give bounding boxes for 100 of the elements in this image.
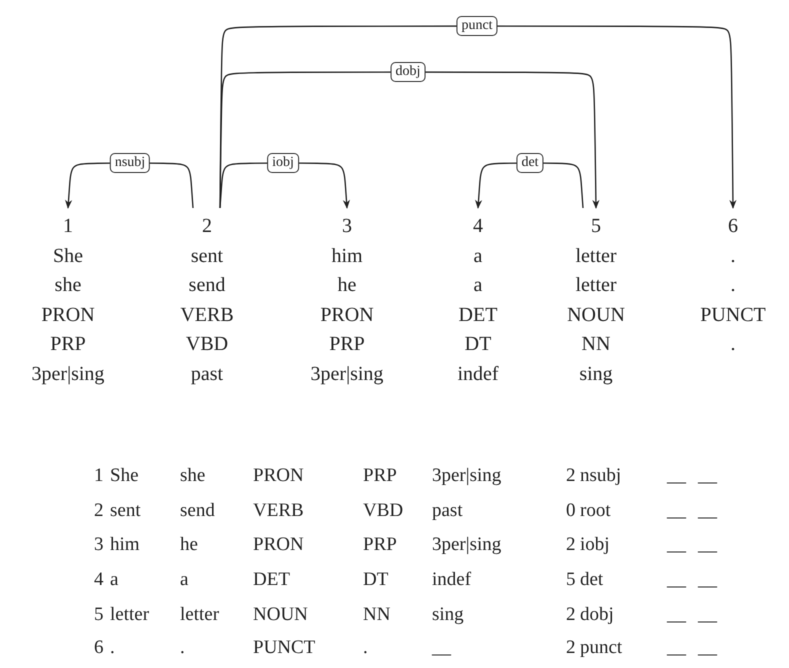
table-cell: 1 <box>94 465 104 487</box>
table-cell: 5 <box>94 604 104 626</box>
table-cell: VBD <box>363 500 404 522</box>
edge-label: det <box>516 153 544 173</box>
table-cell: __ <box>667 534 686 556</box>
table-cell: him <box>110 534 140 556</box>
token-annotation: NN <box>580 332 612 357</box>
table-cell: 4 <box>94 569 104 591</box>
token-annotation: VERB <box>179 302 235 328</box>
token-annotation: DT <box>464 332 492 357</box>
table-cell: det <box>580 569 604 591</box>
token-annotation: DET <box>458 302 498 328</box>
token-annotation: PRON <box>319 302 375 328</box>
table-cell: __ <box>698 569 717 591</box>
table-cell: __ <box>667 500 686 522</box>
token-annotation: 3per|sing <box>30 362 106 386</box>
table-cell: indef <box>432 569 472 591</box>
table-cell: root <box>580 500 611 522</box>
table-cell: PUNCT <box>253 637 316 659</box>
token-index: 4 <box>472 214 484 239</box>
table-cell: __ <box>698 604 717 626</box>
table-cell: PRON <box>253 534 304 556</box>
edge-label: dobj <box>390 62 426 82</box>
table-cell: DET <box>253 569 290 591</box>
token-annotation: PRP <box>49 332 87 357</box>
token-annotation: NOUN <box>566 302 626 328</box>
table-cell: PRON <box>253 465 304 487</box>
table-cell: __ <box>432 637 451 659</box>
table-cell: sent <box>110 500 141 522</box>
table-cell: __ <box>667 604 686 626</box>
token-index: 3 <box>341 214 353 239</box>
dependency-arrow <box>219 71 600 209</box>
table-cell: 3per|sing <box>432 534 502 556</box>
token-annotation: VBD <box>184 332 230 357</box>
token-annotation: . <box>730 332 736 357</box>
table-cell: __ <box>698 465 717 487</box>
table-cell: . <box>110 637 115 659</box>
table-cell: . <box>180 637 185 659</box>
table-cell: a <box>180 569 188 591</box>
table-cell: PRP <box>363 465 397 487</box>
token-annotation: She <box>52 244 84 268</box>
table-cell: . <box>363 637 368 659</box>
token-annotation: sent <box>190 244 224 268</box>
table-cell: __ <box>698 500 717 522</box>
token-annotation: 3per|sing <box>310 362 384 386</box>
table-cell: nsubj <box>580 465 622 487</box>
table-cell: DT <box>363 569 388 591</box>
token-annotation: PRON <box>40 302 96 328</box>
table-cell: 6 <box>94 637 104 659</box>
table-cell: 2 <box>566 604 576 626</box>
dependency-arrow <box>219 25 737 209</box>
table-cell: __ <box>698 534 717 556</box>
table-cell: letter <box>180 604 220 626</box>
table-cell: 5 <box>566 569 576 591</box>
token-annotation: a <box>472 273 484 298</box>
table-cell: 3 <box>94 534 104 556</box>
token-annotation: past <box>190 362 224 386</box>
token-annotation: he <box>336 273 358 298</box>
table-cell: __ <box>667 637 686 659</box>
table-cell: NOUN <box>253 604 308 626</box>
table-cell: 3per|sing <box>432 465 502 487</box>
edge-label: iobj <box>267 153 299 173</box>
token-annotation: . <box>730 273 736 298</box>
token-index: 2 <box>201 214 213 239</box>
token-annotation: send <box>188 273 226 298</box>
table-cell: VERB <box>253 500 304 522</box>
token-annotation: a <box>472 244 484 268</box>
table-cell: dobj <box>580 604 614 626</box>
table-cell: past <box>432 500 463 522</box>
table-cell: 2 <box>566 637 576 659</box>
table-cell: a <box>110 569 118 591</box>
token-annotation: PRP <box>328 332 366 357</box>
token-annotation: PUNCT <box>699 302 767 328</box>
token-annotation: she <box>54 273 82 298</box>
table-cell: 2 <box>94 500 104 522</box>
table-cell: PRP <box>363 534 397 556</box>
token-annotation: indef <box>456 362 500 386</box>
token-annotation: letter <box>574 273 618 298</box>
token-annotation: him <box>330 244 364 268</box>
token-index: 6 <box>727 214 739 239</box>
table-cell: __ <box>698 637 717 659</box>
table-cell: she <box>180 465 206 487</box>
table-cell: She <box>110 465 138 487</box>
table-cell: send <box>180 500 215 522</box>
edge-label: nsubj <box>110 153 150 173</box>
table-cell: NN <box>363 604 390 626</box>
token-index: 5 <box>590 214 602 239</box>
token-annotation: . <box>730 244 736 268</box>
table-cell: 0 <box>566 500 576 522</box>
table-cell: 2 <box>566 534 576 556</box>
edge-label: punct <box>456 16 498 36</box>
table-cell: punct <box>580 637 622 659</box>
table-cell: __ <box>667 465 686 487</box>
token-annotation: sing <box>578 362 614 386</box>
table-cell: 2 <box>566 465 576 487</box>
token-index: 1 <box>62 214 74 239</box>
table-cell: letter <box>110 604 150 626</box>
token-annotation: letter <box>574 244 618 268</box>
table-cell: __ <box>667 569 686 591</box>
table-cell: iobj <box>580 534 610 556</box>
